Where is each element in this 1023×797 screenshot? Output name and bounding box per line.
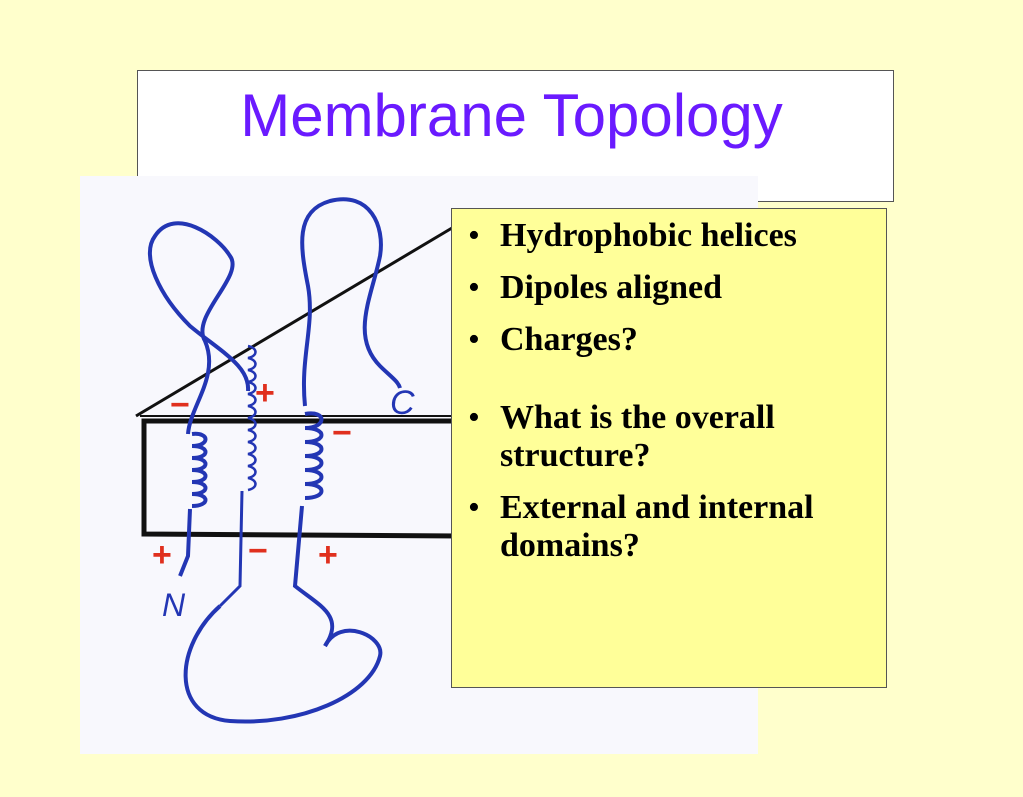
right-helix-strand (300, 197, 402, 407)
bullet-marker: • (468, 399, 480, 436)
c-terminus-label: C (390, 384, 415, 422)
bullet-text: What is the overall structure? (500, 399, 775, 474)
middle-helix-coil (247, 344, 257, 492)
callout-box: • Hydrophobic helices • Dipoles aligned • C… (451, 208, 887, 688)
bullet-item: • External and internal domains? (462, 489, 876, 565)
bullet-marker: • (468, 321, 480, 358)
bullet-text: Dipoles aligned (500, 269, 722, 306)
charge-minus-right-top: − (332, 414, 352, 452)
bullet-item: • Charges? (462, 321, 876, 359)
bullet-text: Charges? (500, 321, 638, 358)
charge-minus-left-top: − (170, 386, 190, 424)
perspective-line (135, 226, 453, 418)
charge-minus-middle-bottom: − (248, 532, 268, 570)
bullet-marker: • (468, 217, 480, 254)
membrane-slab (141, 418, 475, 539)
bottom-loop (183, 604, 383, 724)
charge-plus-left-bottom: + (152, 536, 172, 574)
bullet-item: • What is the overall structure? (462, 399, 876, 475)
left-helix-coil (191, 431, 208, 508)
bullet-item: • Dipoles aligned (462, 269, 876, 307)
n-terminus-label: N (162, 587, 186, 623)
slide-title: Membrane Topology (240, 82, 783, 149)
charge-plus-right-bottom: + (318, 536, 338, 574)
left-helix-strand (148, 221, 251, 435)
n-terminus-tail (178, 508, 192, 577)
bullet-marker: • (468, 489, 480, 526)
membrane-sketch: C N − + − + − + (135, 197, 475, 724)
bullet-text: External and internal domains? (500, 489, 814, 564)
bullet-list: • Hydrophobic helices • Dipoles aligned • C… (462, 217, 876, 565)
bullet-text: Hydrophobic helices (500, 217, 797, 254)
right-helix-coil (304, 411, 324, 500)
bullet-marker: • (468, 269, 480, 306)
bullet-item: • Hydrophobic helices (462, 217, 876, 255)
charge-plus-middle-top: + (255, 374, 275, 412)
right-helix-tail (292, 505, 335, 648)
middle-helix-tail (218, 490, 244, 608)
